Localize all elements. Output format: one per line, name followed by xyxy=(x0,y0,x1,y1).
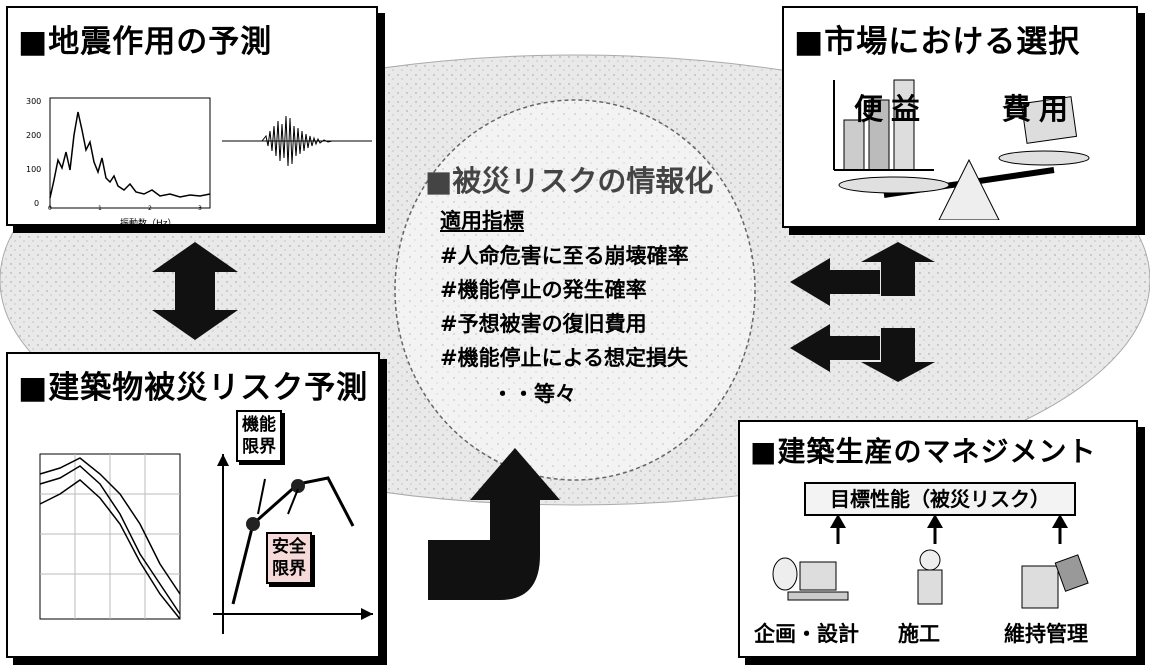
x-tick: 2 xyxy=(148,205,152,210)
y-tick: 100 xyxy=(26,165,41,174)
spectrum-line xyxy=(49,111,211,199)
panel-risk-title: ■建築物被災リスク予測 xyxy=(18,370,369,406)
arrow-down-lower xyxy=(861,328,935,382)
benefit-label: 便益 xyxy=(854,92,929,126)
panel-seismic-title: ■地震作用の予測 xyxy=(18,24,273,60)
center-item: #予想被害の復旧費用 xyxy=(440,312,647,336)
x-tick: 3 xyxy=(198,205,202,210)
target-performance-box: 目標性能（被災リスク） xyxy=(804,482,1076,516)
management-illustrations xyxy=(772,514,1089,609)
waveform xyxy=(222,115,372,167)
panel-seismic: ■地震作用の予測 300 200 100 0 0 1 2 3 振動数（Hz） xyxy=(6,6,378,229)
center-item: #機能停止の発生確率 xyxy=(440,278,647,302)
role-label: 施工 xyxy=(898,622,940,646)
panel-management: ■建築生産のマネジメント 目標性能（被災リスク） 企画・設計 施工 維持管理 xyxy=(738,420,1138,658)
cost-label: 費用 xyxy=(1002,92,1077,126)
role-label: 維持管理 xyxy=(1004,622,1088,646)
center-title: ■被災リスクの情報化 xyxy=(425,164,714,198)
panel-risk: ■建築物被災リスク予測 機能 限界 安全 限界 xyxy=(6,352,380,658)
center-item: #機能停止による想定損失 xyxy=(440,346,688,370)
x-tick: 0 xyxy=(48,205,52,210)
x-tick: 1 xyxy=(98,205,102,210)
callout-function-limit: 機能 限界 xyxy=(236,410,282,462)
panel-management-title: ■建築生産のマネジメント xyxy=(750,435,1097,468)
curved-arrow-up xyxy=(428,448,560,600)
panel-market-title: ■市場における選択 xyxy=(794,24,1081,60)
center-subtitle: 適用指標 xyxy=(440,209,524,233)
inner-ellipse xyxy=(394,99,756,481)
panel-market: ■市場における選択 便益 費用 xyxy=(782,6,1138,228)
callout-safety-limit: 安全 限界 xyxy=(266,532,312,584)
fragility-chart xyxy=(39,453,181,620)
arrow-left-upper xyxy=(790,258,880,306)
center-item: ・・等々 xyxy=(492,382,576,406)
y-tick: 300 xyxy=(26,97,41,106)
role-label: 企画・設計 xyxy=(754,622,859,646)
spectrum-chart: 300 200 100 0 0 1 2 3 xyxy=(26,97,211,210)
y-tick: 200 xyxy=(26,131,41,140)
y-tick: 0 xyxy=(34,199,39,208)
arrow-up-upper xyxy=(861,242,935,296)
performance-curve xyxy=(213,454,373,634)
double-arrow-vertical-left xyxy=(152,242,238,340)
spectrum-xlabel: 振動数（Hz） xyxy=(120,219,177,229)
center-item: #人命危害に至る崩壊確率 xyxy=(440,244,689,268)
balance-illustration xyxy=(833,79,1090,220)
arrow-left-lower xyxy=(790,324,880,372)
